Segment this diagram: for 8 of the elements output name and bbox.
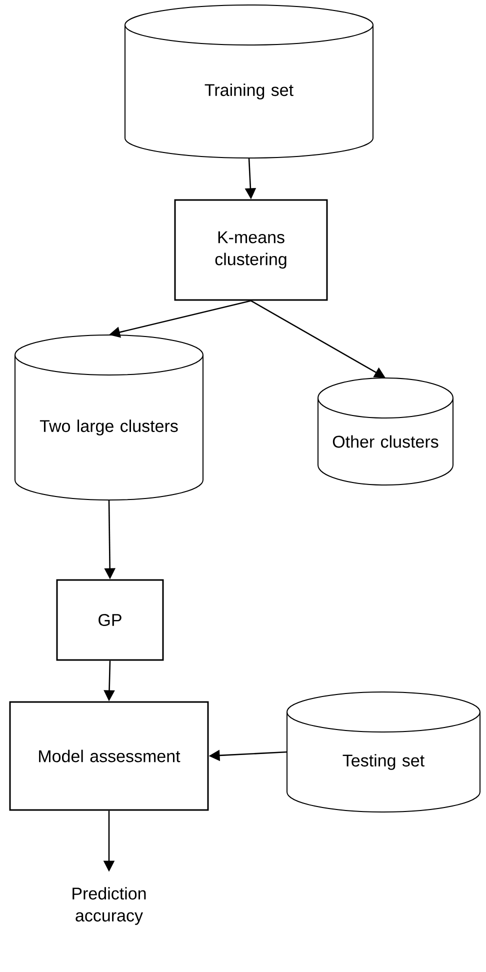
output-text: Prediction accuracy: [72, 887, 146, 925]
database-cylinder: Other clusters: [318, 378, 454, 486]
database-cylinder: Two large clusters: [14, 334, 204, 500]
database-cylinder: Training set: [124, 4, 374, 158]
process-box: Model assessment: [9, 701, 209, 811]
process-box: K-means clustering: [174, 199, 328, 301]
process-box: GP: [56, 579, 164, 661]
database-cylinder: Testing set: [286, 692, 480, 812]
